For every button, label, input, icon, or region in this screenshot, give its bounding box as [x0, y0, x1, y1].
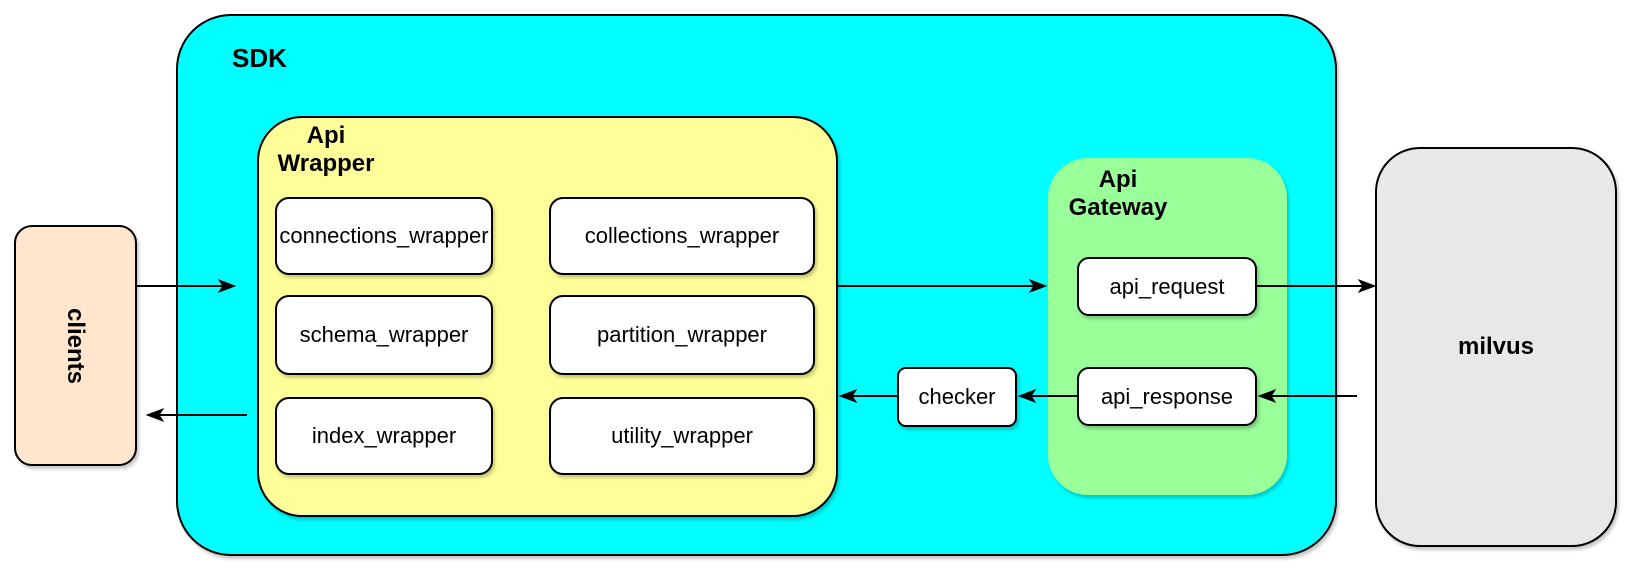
- collections-wrapper-label: collections_wrapper: [584, 223, 780, 248]
- schema-wrapper-node: schema_wrapper: [275, 295, 493, 375]
- checker-label: checker: [918, 384, 996, 409]
- partition-wrapper-label: partition_wrapper: [597, 322, 767, 347]
- api-request-label: api_request: [1109, 273, 1225, 299]
- partition-wrapper-node: partition_wrapper: [549, 295, 815, 375]
- utility-wrapper-label: utility_wrapper: [611, 423, 753, 448]
- clients-node: clients: [14, 225, 137, 466]
- collections-wrapper-node: collections_wrapper: [549, 197, 815, 275]
- api-request-node: api_request: [1077, 257, 1257, 316]
- api-gateway-label: Api Gateway: [1068, 166, 1168, 221]
- milvus-node: milvus: [1375, 147, 1617, 547]
- api-response-node: api_response: [1077, 367, 1257, 426]
- clients-label: clients: [62, 307, 90, 384]
- schema-wrapper-label: schema_wrapper: [299, 322, 469, 347]
- utility-wrapper-node: utility_wrapper: [549, 397, 815, 475]
- checker-node: checker: [897, 367, 1017, 427]
- index-wrapper-label: index_wrapper: [311, 423, 457, 448]
- milvus-label: milvus: [1457, 333, 1535, 360]
- api-gateway-container: Api Gateway: [1048, 158, 1287, 495]
- index-wrapper-node: index_wrapper: [275, 397, 493, 475]
- api-wrapper-label: Api Wrapper: [277, 122, 375, 177]
- connections-wrapper-label: connections_wrapper: [279, 223, 489, 248]
- sdk-label: SDK: [232, 43, 287, 73]
- api-response-label: api_response: [1100, 383, 1234, 409]
- connections-wrapper-node: connections_wrapper: [275, 197, 493, 275]
